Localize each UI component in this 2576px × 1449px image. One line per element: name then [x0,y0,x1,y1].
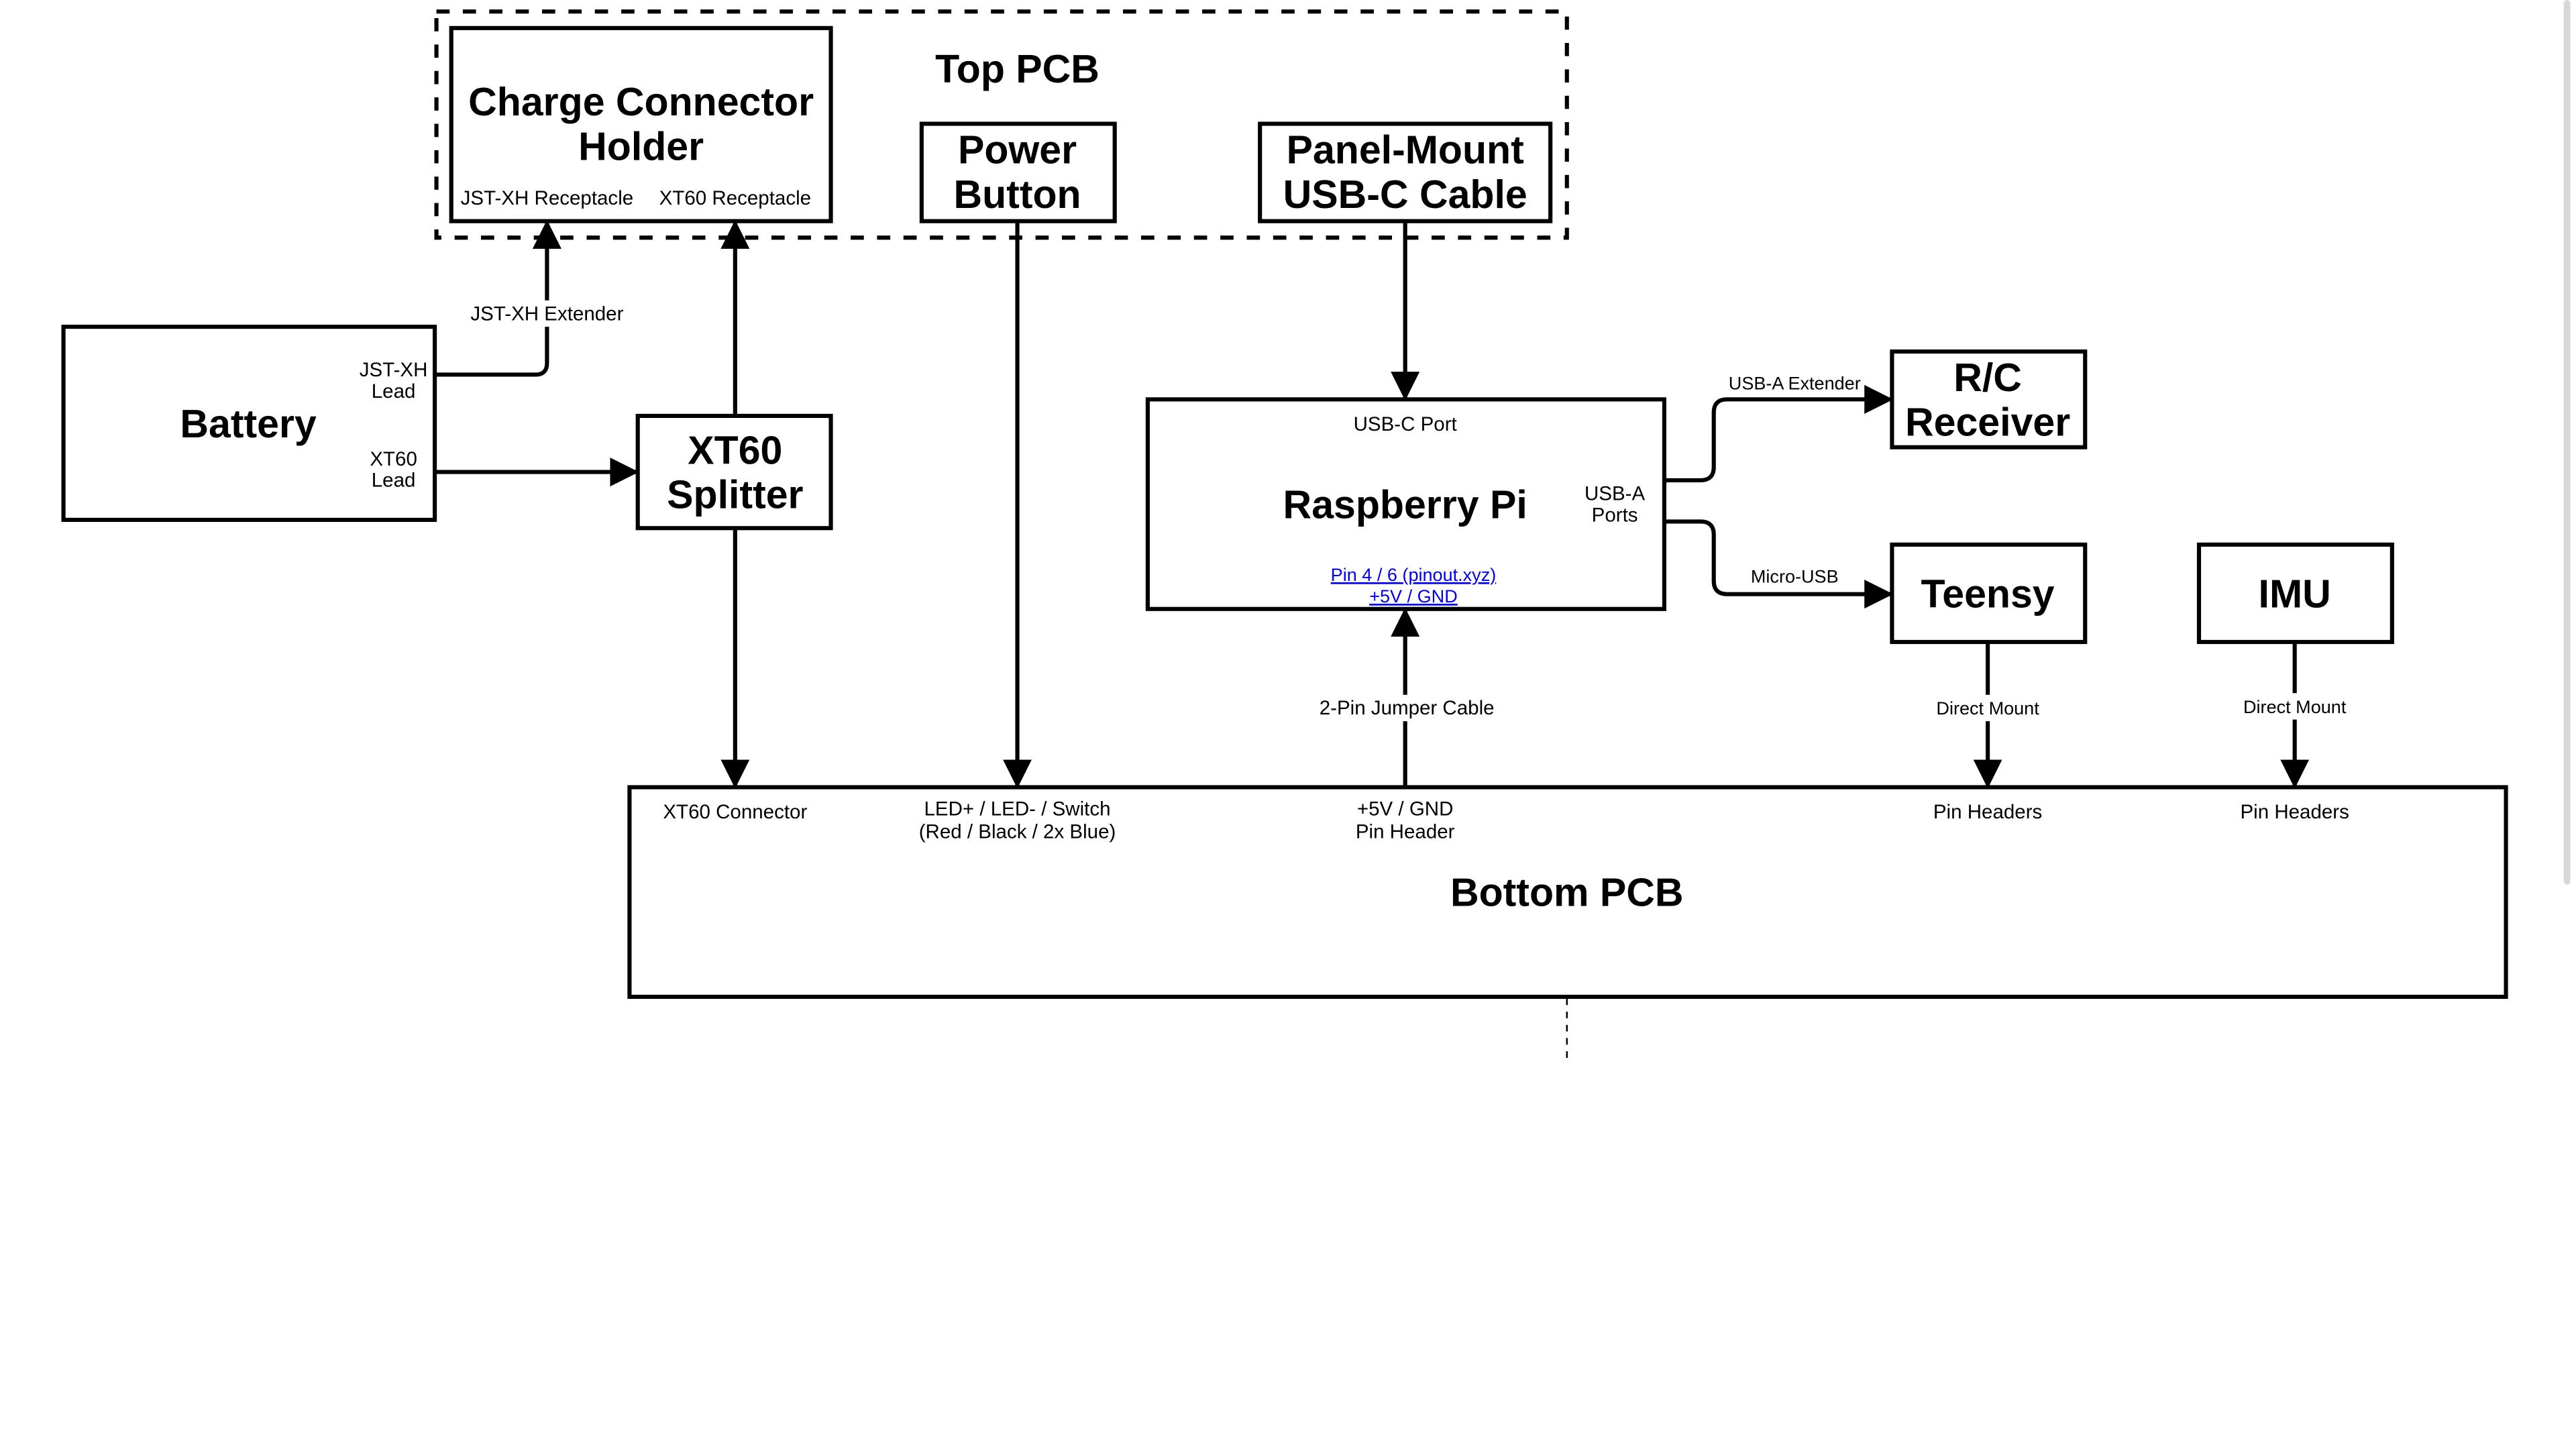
edge-label-bg [1727,371,1863,396]
edge-micro-usb[interactable] [1664,519,1894,609]
jst-xh-receptacle-port: JST-XH Receptacle [461,187,634,209]
imu-direct-mount-label: Direct Mount [2243,697,2347,717]
power-button-title-1: Power [958,128,1077,172]
teensy-box [1890,542,2088,645]
rc-receiver-node[interactable]: R/C Receiver [1890,349,2088,449]
rc-receiver-title-1: R/C [1953,356,2022,400]
teensy-pin-headers-port: Pin Headers [1933,801,2042,823]
rc-receiver-title-2: Receiver [1905,400,2070,444]
battery-jst-xh-lead-2: Lead [372,380,416,402]
imu-title: IMU [2259,572,2331,616]
usb-c-cable-node[interactable]: Panel-Mount USB-C Cable [1258,121,1553,223]
pinout-link-2[interactable]: +5V / GND [1369,586,1458,606]
edge-label-bg [2239,693,2351,720]
usb-a-ports-2: Ports [1592,504,1638,526]
led-switch-port-2: (Red / Black / 2x Blue) [919,821,1116,843]
power-button-title-2: Button [953,172,1081,217]
rc-receiver-box [1890,349,2088,449]
micro-usb-label: Micro-USB [1751,566,1839,586]
top-pcb-label: Top PCB [935,47,1099,91]
top-pcb-group: Top PCB [434,9,1569,240]
bottom-pcb-node[interactable]: Bottom PCB XT60 Connector LED+ / LED- / … [627,785,2508,999]
raspberry-pi-node[interactable]: Raspberry Pi USB-C Port USB-A Ports Pin … [1145,397,1666,611]
battery-box [61,325,437,523]
usb-c-cable-title-1: Panel-Mount [1287,128,1524,172]
usb-c-port: USB-C Port [1354,413,1457,435]
xt60-receptacle-port: XT60 Receptacle [659,187,811,209]
battery-xt60-lead-1: XT60 [370,448,417,470]
xt60-connector-port: XT60 Connector [663,801,807,823]
usb-a-ports-1: USB-A [1585,482,1646,504]
bottom-pcb-title: Bottom PCB [1450,871,1684,915]
5v-gnd-port-2: Pin Header [1356,821,1455,843]
imu-node[interactable]: IMU [2196,542,2394,645]
usb-c-cable-box [1258,121,1553,223]
edge-label-bg [466,300,628,327]
connections: JST-XH Extender 2-Pin Jumper Cable USB-A… [435,219,2351,1060]
battery-title: Battery [180,402,317,446]
charge-connector-holder-box [449,25,833,223]
charge-connector-holder-node[interactable]: Charge Connector Holder JST-XH Receptacl… [449,25,833,223]
usb-c-cable-title-2: USB-C Cable [1283,172,1527,217]
raspberry-pi-box [1145,397,1666,611]
edge-label-bg [1931,694,2044,722]
battery-jst-xh-lead-1: JST-XH [360,359,428,381]
teensy-node[interactable]: Teensy [1890,542,2088,645]
xt60-splitter-node[interactable]: XT60 Splitter [635,413,833,531]
battery-xt60-lead-2: Lead [372,470,416,492]
jst-xh-extender-label: JST-XH Extender [470,303,623,325]
teensy-title: Teensy [1921,572,2055,616]
power-button-node[interactable]: Power Button [919,121,1117,223]
jumper-cable-label: 2-Pin Jumper Cable [1320,697,1495,719]
bottom-pcb-box [627,785,2508,999]
edge-usb-a-extender[interactable] [1664,384,1894,482]
imu-box [2196,542,2394,645]
edge-label-bg [1326,694,1488,722]
5v-gnd-port-1: +5V / GND [1357,798,1454,820]
battery-node[interactable]: Battery JST-XH Lead XT60 Lead [61,325,437,523]
imu-pin-headers-port: Pin Headers [2240,801,2349,823]
teensy-direct-mount-label: Direct Mount [1936,698,2039,718]
raspberry-pi-title: Raspberry Pi [1283,482,1527,527]
edge-jst-xh-extender[interactable] [435,219,561,377]
xt60-splitter-title-2: Splitter [667,473,803,517]
pinout-link-1[interactable]: Pin 4 / 6 (pinout.xyz) [1331,565,1497,585]
vertical-scrollbar[interactable] [2563,0,2571,885]
top-pcb-frame [434,9,1569,240]
xt60-splitter-title-1: XT60 [688,428,782,472]
charge-connector-holder-title-2: Holder [578,125,704,169]
edge-label-bg [1746,564,1843,590]
charge-connector-holder-title-1: Charge Connector [468,80,814,124]
led-switch-port-1: LED+ / LED- / Switch [924,798,1111,820]
usb-a-extender-label: USB-A Extender [1729,374,1861,394]
